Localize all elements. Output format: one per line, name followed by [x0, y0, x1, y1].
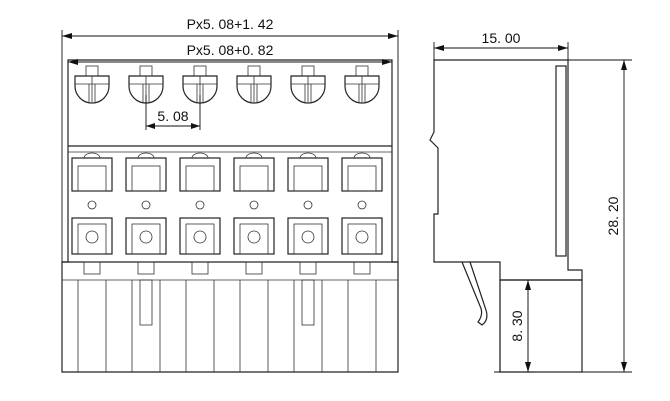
- screw-head: [74, 65, 110, 104]
- screw-heads: [74, 65, 380, 104]
- divider-dot: [87, 200, 97, 210]
- depth-label: 15. 00: [482, 30, 521, 46]
- wire-entry-window: [287, 152, 329, 192]
- side-latch: [461, 261, 488, 326]
- bottom-pin: [77, 261, 107, 372]
- bottom-pin: [293, 261, 323, 372]
- coding-pin: [301, 279, 315, 326]
- pitch-label: 5. 08: [157, 108, 188, 124]
- screw-head: [182, 65, 218, 104]
- bottom-pin: [239, 261, 269, 372]
- pitch-dimension: 5. 08: [145, 95, 201, 130]
- wire-entry-window: [233, 152, 275, 192]
- test-port-window: [71, 217, 113, 255]
- bottom-pin: [347, 261, 377, 372]
- divider-dot: [249, 200, 259, 210]
- body-width-label: Px5. 08+0. 82: [187, 42, 274, 58]
- test-port-window: [341, 217, 383, 255]
- side-housing-outline: [429, 59, 583, 281]
- divider-dot: [195, 200, 205, 210]
- divider-dot: [357, 200, 367, 210]
- screw-head: [290, 65, 326, 104]
- test-port-windows: [71, 217, 383, 255]
- bottom-pin: [131, 261, 161, 372]
- side-view: [429, 59, 583, 373]
- height-label: 28. 20: [605, 196, 621, 235]
- depth-dimension: 15. 00: [433, 30, 569, 60]
- screw-head: [344, 65, 380, 104]
- wire-entry-window: [341, 152, 383, 192]
- height-dimension: 28. 20: [568, 59, 632, 373]
- wire-entry-window: [125, 152, 167, 192]
- screw-head: [236, 65, 272, 104]
- overall-width-dimension: Px5. 08+1. 42: [61, 16, 399, 262]
- divider-dot: [141, 200, 151, 210]
- divider-dot: [303, 200, 313, 210]
- pin-length-dimension: 8. 30: [494, 280, 534, 373]
- test-port-window: [125, 217, 167, 255]
- test-port-window: [287, 217, 329, 255]
- overall-width-label: Px5. 08+1. 42: [187, 16, 274, 32]
- wire-entry-window: [71, 152, 113, 192]
- pin-length-label: 8. 30: [509, 310, 525, 341]
- test-port-window: [233, 217, 275, 255]
- bottom-pin: [185, 261, 215, 372]
- wire-entry-windows: [71, 152, 383, 192]
- test-port-window: [179, 217, 221, 255]
- bottom-pins: [77, 261, 377, 372]
- wire-entry-window: [179, 152, 221, 192]
- front-view: [61, 59, 399, 373]
- divider-dots: [87, 200, 367, 210]
- body-width-dimension: Px5. 08+0. 82: [68, 42, 392, 65]
- coding-pin: [139, 279, 153, 326]
